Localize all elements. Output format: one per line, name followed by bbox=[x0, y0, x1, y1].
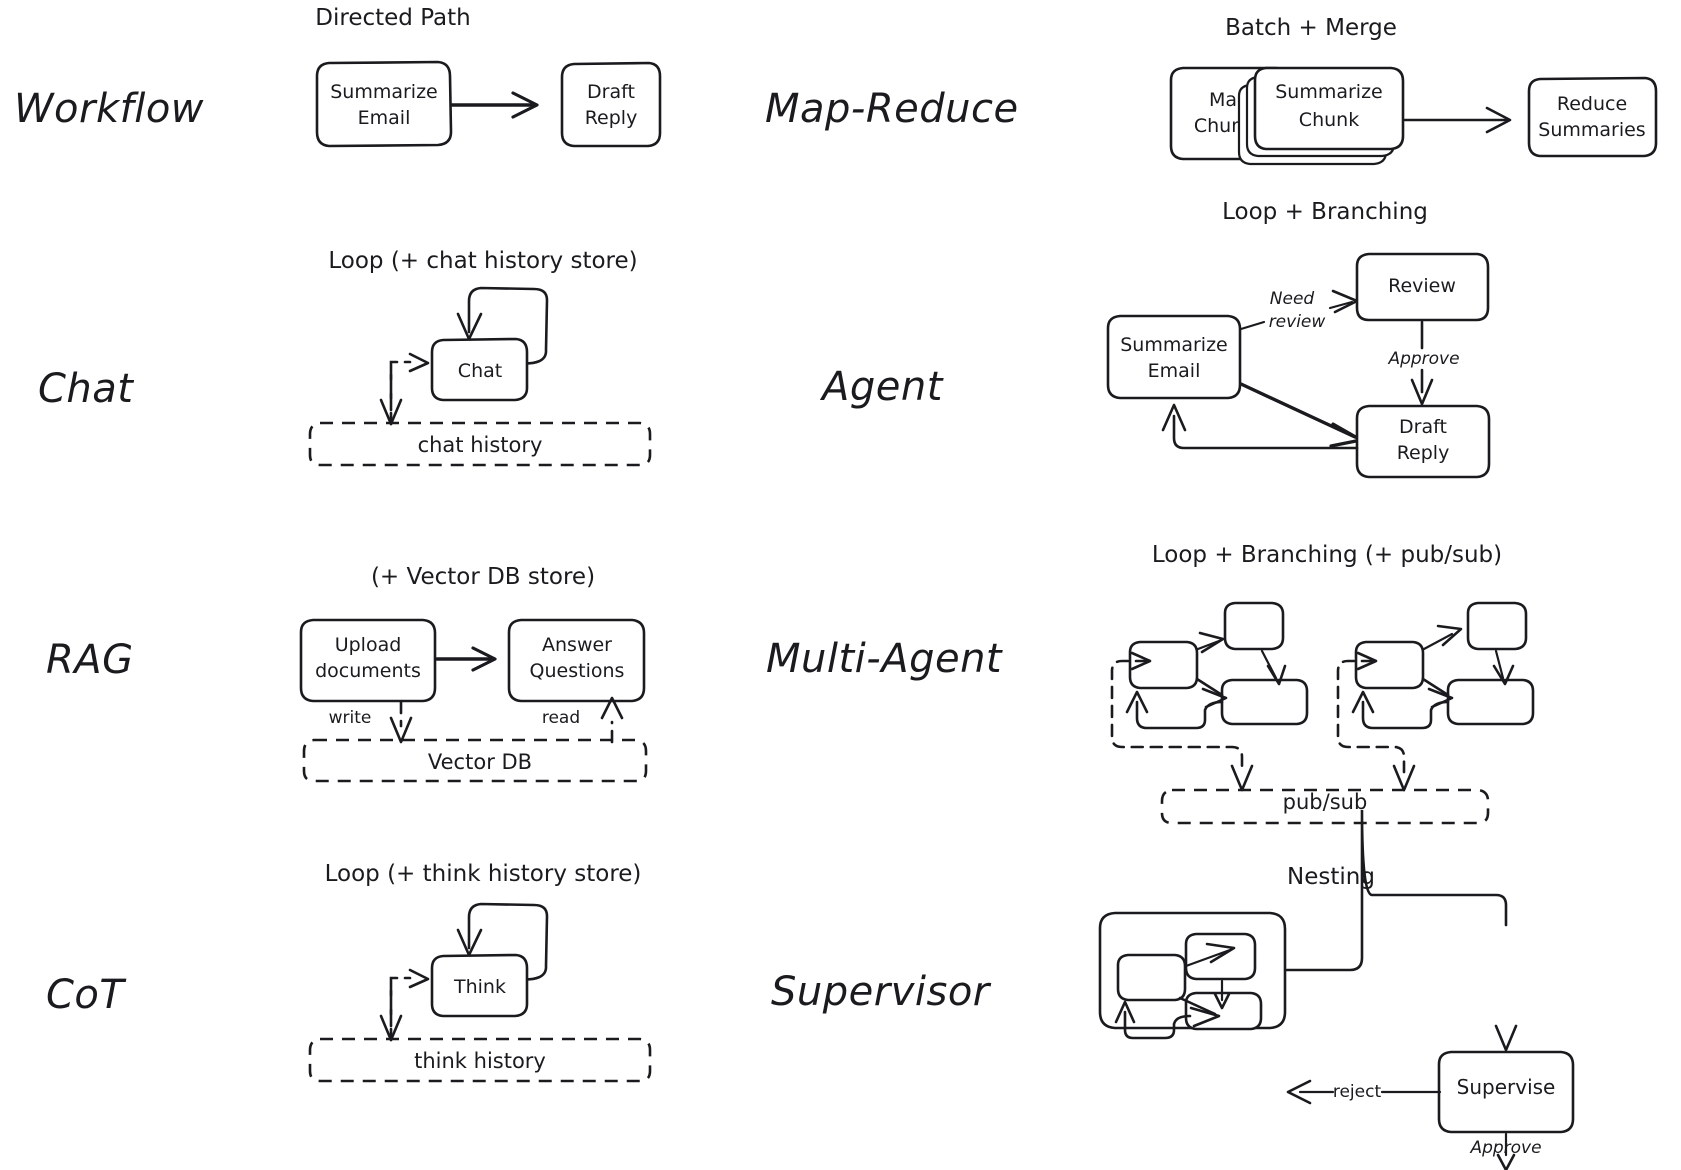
node-cluster-a-right[interactable] bbox=[1220, 678, 1309, 726]
caption-vector-db-store: (+ Vector DB store) bbox=[371, 564, 595, 590]
node-cluster-a-top[interactable] bbox=[1223, 601, 1285, 651]
node-think[interactable]: Think bbox=[430, 953, 529, 1018]
edge-write-to-vector-db: write bbox=[329, 700, 413, 744]
caption-directed-path: Directed Path bbox=[315, 5, 470, 31]
edge-summarize-to-draft-agent bbox=[1239, 382, 1363, 448]
edge-think-history-read bbox=[389, 968, 430, 1042]
edge-need-review: Need review bbox=[1239, 289, 1359, 332]
node-draft-reply-agent[interactable]: Draft Reply bbox=[1355, 404, 1491, 479]
node-cluster-b-left[interactable] bbox=[1354, 640, 1425, 690]
row-label-chat: Chat bbox=[38, 366, 134, 412]
node-cluster-a-left[interactable] bbox=[1128, 640, 1199, 690]
edge-label-reject: reject bbox=[1333, 1082, 1382, 1102]
node-label-line1: Upload bbox=[335, 634, 402, 656]
caption-loop-think-history: Loop (+ think history store) bbox=[325, 861, 642, 887]
pattern-map-reduce: Map-Reduce Batch + Merge Map Chunks Summ… bbox=[765, 15, 1658, 166]
node-supervise[interactable]: Supervise bbox=[1437, 983, 1575, 1134]
store-pub-sub[interactable]: pub/sub bbox=[1160, 788, 1490, 825]
pattern-supervisor: Supervisor Nesting bbox=[771, 809, 1575, 1170]
store-label: Vector DB bbox=[428, 750, 532, 774]
edge-summarize-to-reduce bbox=[1403, 106, 1512, 134]
row-label-supervisor: Supervisor bbox=[771, 969, 992, 1015]
row-label-map-reduce: Map-Reduce bbox=[765, 86, 1019, 132]
node-draft-reply-workflow[interactable]: Draft Reply bbox=[560, 61, 662, 148]
node-label-line2: documents bbox=[315, 660, 421, 682]
node-label-line2: Reply bbox=[585, 107, 638, 129]
caption-loop-chat-history: Loop (+ chat history store) bbox=[328, 248, 637, 274]
edge-chat-history-read bbox=[389, 352, 430, 426]
node-answer-questions[interactable]: Answer Questions bbox=[507, 618, 646, 703]
edge-read-from-vector-db: read bbox=[542, 696, 624, 744]
row-label-workflow: Workflow bbox=[14, 86, 204, 132]
node-cluster-b-top[interactable] bbox=[1466, 601, 1528, 651]
edge-approve-supervisor: Approve bbox=[1496, 1132, 1516, 1170]
store-label: pub/sub bbox=[1283, 790, 1368, 814]
edges-cluster-b bbox=[1336, 624, 1515, 792]
edge-upload-to-answer bbox=[435, 646, 497, 672]
pattern-chat: Chat Loop (+ chat history store) Chat ch… bbox=[38, 248, 652, 467]
caption-loop-branching-pubsub: Loop + Branching (+ pub/sub) bbox=[1152, 542, 1502, 568]
node-chat[interactable]: Chat bbox=[430, 337, 529, 402]
caption-nesting: Nesting bbox=[1287, 864, 1375, 890]
node-label-line1: Draft bbox=[587, 81, 635, 103]
multi-agent-cluster-a bbox=[1110, 601, 1309, 792]
node-summarize-chunk-stack[interactable]: Summarize Chunk bbox=[1237, 66, 1405, 166]
node-label-line1: Summarize bbox=[330, 81, 438, 103]
node-label-line1: Draft bbox=[1399, 416, 1447, 438]
edge-label-need: Need bbox=[1270, 289, 1315, 309]
caption-batch-merge: Batch + Merge bbox=[1225, 15, 1397, 41]
node-label-line2: Summaries bbox=[1538, 119, 1645, 141]
nested-node-left[interactable] bbox=[1116, 953, 1187, 1002]
edge-summarize-to-draft bbox=[450, 91, 539, 119]
edge-label-approve-supervisor: Approve bbox=[1470, 1138, 1542, 1158]
node-label-line2: Reply bbox=[1397, 442, 1450, 464]
edge-label-approve: Approve bbox=[1387, 349, 1459, 369]
pattern-workflow: Workflow Directed Path Summarize Email D… bbox=[14, 5, 662, 148]
edge-label-read: read bbox=[542, 708, 580, 728]
pattern-multi-agent: Multi-Agent Loop + Branching (+ pub/sub) bbox=[766, 542, 1535, 825]
node-summarize-email-agent[interactable]: Summarize Email bbox=[1106, 314, 1242, 400]
node-label-line1: Summarize bbox=[1275, 81, 1383, 103]
node-cluster-b-right[interactable] bbox=[1446, 678, 1535, 726]
edge-approve-agent: Approve bbox=[1387, 320, 1460, 406]
caption-loop-branching: Loop + Branching bbox=[1222, 199, 1428, 225]
node-label-line2: Email bbox=[1148, 360, 1201, 382]
node-upload-documents[interactable]: Upload documents bbox=[299, 618, 437, 703]
row-label-multi-agent: Multi-Agent bbox=[766, 636, 1003, 682]
edge-draft-back-to-summarize bbox=[1161, 403, 1359, 450]
node-label: Review bbox=[1388, 275, 1456, 297]
node-label: Think bbox=[453, 976, 506, 998]
node-label-line1: Reduce bbox=[1557, 93, 1627, 115]
node-review-agent[interactable]: Review bbox=[1355, 252, 1490, 322]
store-vector-db[interactable]: Vector DB bbox=[302, 738, 648, 783]
node-label-line1: Summarize bbox=[1120, 334, 1228, 356]
node-label: Chat bbox=[458, 360, 502, 382]
edge-label-write: write bbox=[329, 708, 372, 728]
node-label-line2: Questions bbox=[530, 660, 625, 682]
edge-label-review: review bbox=[1269, 312, 1326, 332]
store-label: think history bbox=[414, 1049, 546, 1073]
edges-cluster-a bbox=[1110, 631, 1287, 792]
pattern-cot: CoT Loop (+ think history store) Think t… bbox=[46, 861, 652, 1083]
row-label-agent: Agent bbox=[819, 364, 944, 410]
multi-agent-cluster-b bbox=[1336, 601, 1535, 792]
node-label-line2: Email bbox=[358, 107, 411, 129]
node-label-line1: Answer bbox=[542, 634, 612, 656]
store-think-history[interactable]: think history bbox=[308, 1037, 652, 1083]
pattern-rag: RAG (+ Vector DB store) Upload documents… bbox=[46, 564, 648, 783]
pattern-agent: Agent Loop + Branching Summarize Email N… bbox=[819, 199, 1491, 479]
node-reduce-summaries[interactable]: Reduce Summaries bbox=[1527, 76, 1658, 158]
row-label-rag: RAG bbox=[46, 637, 134, 683]
store-label: chat history bbox=[418, 433, 543, 457]
edge-reject: reject bbox=[1286, 1079, 1442, 1105]
node-summarize-email-workflow[interactable]: Summarize Email bbox=[315, 60, 453, 148]
node-label-supervise: Supervise bbox=[1456, 1075, 1556, 1099]
node-label-line2: Chunk bbox=[1299, 109, 1359, 131]
row-label-cot: CoT bbox=[46, 972, 127, 1018]
edge-subgraph-to-supervise bbox=[1285, 809, 1518, 1052]
edges-nested-subgraph bbox=[1114, 942, 1236, 1040]
store-chat-history[interactable]: chat history bbox=[308, 421, 652, 467]
